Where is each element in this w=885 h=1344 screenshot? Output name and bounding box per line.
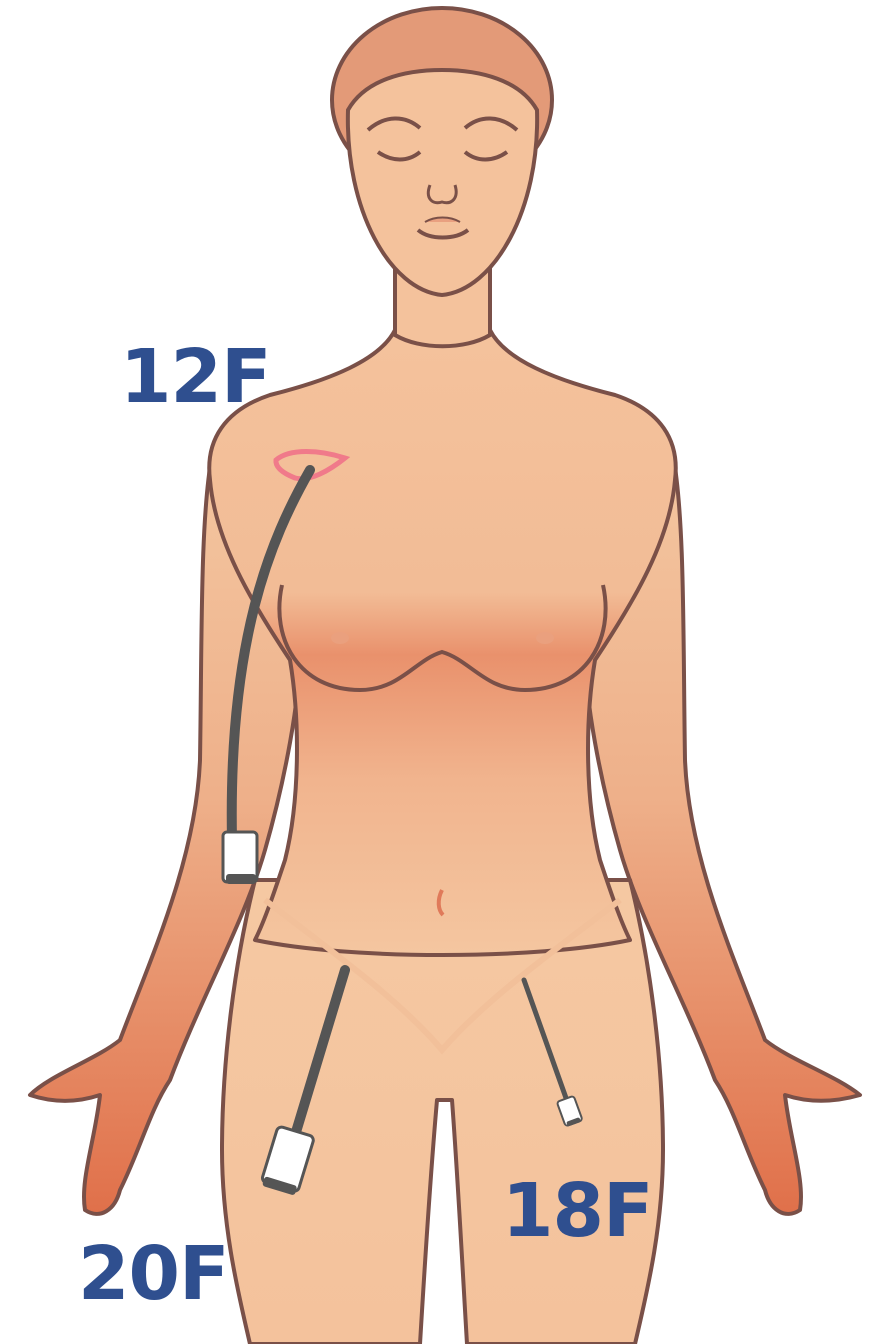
head [332, 8, 552, 295]
torso [209, 330, 676, 955]
catheter-label-20f: 20F [78, 1237, 229, 1311]
catheter-label-12f: 12F [120, 340, 271, 414]
catheter-label-18f: 18F [502, 1174, 653, 1248]
